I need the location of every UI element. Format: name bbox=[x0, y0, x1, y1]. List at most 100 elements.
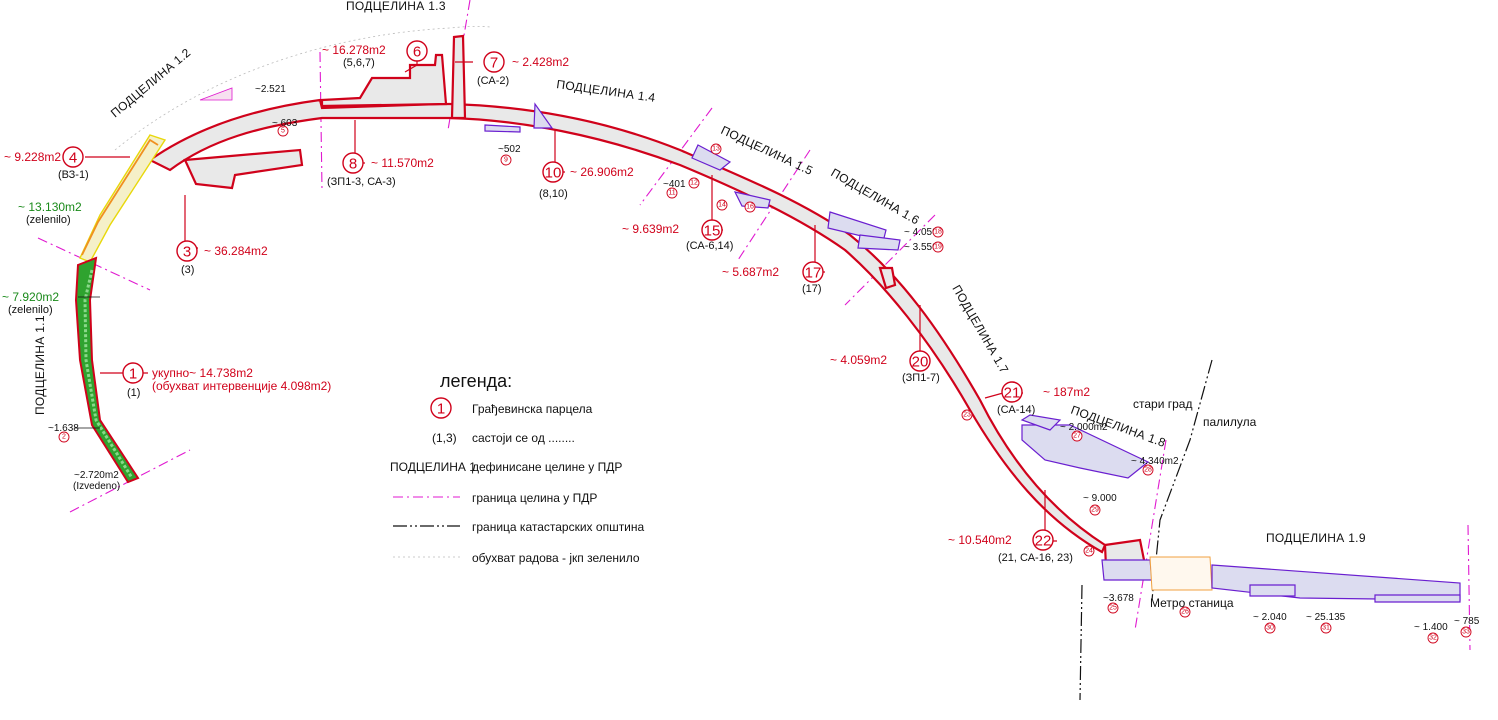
mini-9: 9 bbox=[504, 157, 508, 164]
mini-2: 2 bbox=[62, 434, 66, 441]
parcel-17-area: ~ 5.687m2 bbox=[722, 265, 779, 279]
parcel-10-number: 10 bbox=[545, 165, 562, 182]
green-area-labels: ~ 13.130m2 (zelenilo) ~ 7.920m2 (zelenil… bbox=[2, 200, 82, 316]
parcel-10-of: (8,10) bbox=[539, 188, 568, 200]
parcel-8-area: ~ 11.570m2 bbox=[371, 156, 434, 170]
mini-12: 12 bbox=[690, 180, 698, 187]
parcel-15-area: ~ 9.639m2 bbox=[622, 222, 679, 236]
parcel-22-of: (21, СА-16, 23) bbox=[998, 552, 1073, 564]
legend-item5: граница катастарских општина bbox=[472, 520, 645, 534]
label-2720-note: (Izvedeno) bbox=[73, 481, 120, 492]
zone-label-1-4: ПОДЦЕЛИНА 1.4 bbox=[556, 77, 657, 105]
parcel-1-number: 1 bbox=[129, 366, 137, 383]
parcel-21-of: (СА-14) bbox=[997, 404, 1035, 416]
metro-station-label: Метро станица bbox=[1150, 596, 1234, 610]
label-502: ~502 bbox=[498, 144, 521, 155]
parcel-8-of: (ЗП1-3, СА-3) bbox=[327, 176, 396, 188]
parcel-7-number: 7 bbox=[490, 55, 498, 72]
legend-item2-symbol: (1,3) bbox=[432, 431, 457, 445]
parcel-7-of: (СА-2) bbox=[477, 75, 509, 87]
label-2040: ~ 2.040 bbox=[1253, 612, 1287, 623]
mini-13: 13 bbox=[712, 146, 720, 153]
zone-label-1-1: ПОДЦЕЛИНА 1.1 bbox=[33, 315, 47, 415]
label-2521: ~2.521 bbox=[255, 84, 286, 95]
mini-31: 31 bbox=[1322, 625, 1330, 632]
mini-11: 11 bbox=[668, 190, 675, 197]
parcel-15-of: (СА-6,14) bbox=[686, 240, 733, 252]
mini-32: 32 bbox=[1429, 635, 1437, 642]
zone-label-1-9: ПОДЦЕЛИНА 1.9 bbox=[1266, 531, 1366, 545]
zone-label-1-7: ПОДЦЕЛИНА 1.7 bbox=[949, 283, 1011, 376]
cadastral-boundary bbox=[1079, 359, 1213, 701]
parcel-4-area: ~ 9.228m2 bbox=[4, 150, 61, 164]
parcel-22-number: 22 bbox=[1035, 533, 1052, 550]
label-9000: ~ 9.000 bbox=[1083, 493, 1117, 504]
parcel-3-area: ~ 36.284m2 bbox=[204, 244, 268, 258]
label-2720: ~2.720m2 bbox=[74, 470, 119, 481]
parcel-3-of: (3) bbox=[181, 264, 194, 276]
mini-18: 18 bbox=[934, 229, 942, 236]
parcel-10-area: ~ 26.906m2 bbox=[570, 165, 634, 179]
parcel-21-number: 21 bbox=[1004, 385, 1021, 402]
mini-33: 33 bbox=[1462, 629, 1470, 636]
mini-30: 30 bbox=[1266, 625, 1274, 632]
legend: легенда: 1 Грађевинска парцела (1,3) сас… bbox=[390, 371, 645, 565]
corridor bbox=[74, 34, 1461, 603]
parcel-1-note: (обухват интервенције 4.098m2) bbox=[152, 379, 331, 393]
zone-label-1-5: ПОДЦЕЛИНА 1.5 bbox=[719, 123, 815, 178]
zone-label-1-3: ПОДЦЕЛИНА 1.3 bbox=[346, 0, 446, 13]
parcel-20-area: ~ 4.059m2 bbox=[830, 353, 887, 367]
mini-19: 19 bbox=[934, 244, 942, 251]
mini-24: 24 bbox=[1085, 548, 1093, 555]
green-2-area: ~ 7.920m2 bbox=[2, 290, 59, 304]
label-401: ~401 bbox=[663, 179, 686, 190]
parcel-20-of: (ЗП1-7) bbox=[902, 372, 940, 384]
label-4050: ~ 4.050 bbox=[904, 227, 938, 238]
label-3550: ~ 3.550 bbox=[904, 242, 938, 253]
parcel-7-area: ~ 2.428m2 bbox=[512, 55, 569, 69]
parcel-6-of: (5,6,7) bbox=[343, 57, 375, 69]
parcel-3-number: 3 bbox=[183, 244, 191, 261]
parcel-1-area: укупно~ 14.738m2 bbox=[152, 366, 253, 380]
municipality-stari-grad: стари град bbox=[1133, 397, 1192, 411]
parcel-21-area: ~ 187m2 bbox=[1043, 385, 1090, 399]
zone-boundaries bbox=[37, 0, 1471, 651]
parcel-callouts: 1 укупно~ 14.738m2 (обухват интервенције… bbox=[4, 40, 1090, 564]
green-1-note: (zelenilo) bbox=[26, 214, 71, 226]
municipality-palilula: палилула bbox=[1203, 415, 1257, 429]
mini-16: 16 bbox=[746, 204, 754, 211]
label-603: ~ 603 bbox=[272, 118, 298, 129]
legend-title: легенда: bbox=[440, 371, 512, 391]
works-scope-arc bbox=[114, 25, 491, 151]
legend-item3: дефинисане целине у ПДР bbox=[472, 460, 622, 474]
green-2-note: (zelenilo) bbox=[8, 304, 53, 316]
label-1638: ~1.638 bbox=[48, 423, 79, 434]
parcel-6-number: 6 bbox=[413, 44, 421, 61]
mini-29: 29 bbox=[1091, 507, 1099, 514]
place-labels: стари град палилула Метро станица bbox=[1133, 397, 1257, 610]
label-4340: ~ 4.340m2 bbox=[1131, 456, 1179, 467]
parcel-8-number: 8 bbox=[349, 156, 357, 173]
mini-27: 27 bbox=[1073, 433, 1081, 440]
mini-14: 14 bbox=[718, 202, 726, 209]
parcel-22-area: ~ 10.540m2 bbox=[948, 533, 1012, 547]
label-2000: ~ 2.000m2 bbox=[1060, 422, 1108, 433]
parcel-15-number: 15 bbox=[704, 223, 721, 240]
label-3678: ~3.678 bbox=[1103, 593, 1134, 604]
mini-28: 28 bbox=[1144, 467, 1152, 474]
label-1400: ~ 1.400 bbox=[1414, 622, 1448, 633]
mini-5: 5 bbox=[281, 128, 285, 135]
mini-23: 23 bbox=[963, 412, 971, 419]
small-area-labels: ~2.521 ~ 603 ~502 ~401 ~ 4.050 ~ 3.550 ~… bbox=[48, 84, 1480, 633]
mini-circle-markers: 2 5 9 11 12 13 14 16 18 19 23 24 25 26 2… bbox=[58, 125, 1472, 644]
label-25135: ~ 25.135 bbox=[1306, 612, 1346, 623]
mini-26: 26 bbox=[1181, 609, 1189, 616]
legend-item6: обухват радова - јкп зеленило bbox=[472, 551, 640, 565]
parcel-6-area: ~ 16.278m2 bbox=[322, 43, 386, 57]
parcel-4-of: (ВЗ-1) bbox=[58, 169, 89, 181]
parcel-4-number: 4 bbox=[69, 150, 77, 167]
mini-25: 25 bbox=[1109, 605, 1117, 612]
label-785: ~ 785 bbox=[1454, 616, 1480, 627]
zone-label-1-2: ПОДЦЕЛИНА 1.2 bbox=[108, 45, 193, 120]
parcel-20-number: 20 bbox=[912, 354, 929, 371]
